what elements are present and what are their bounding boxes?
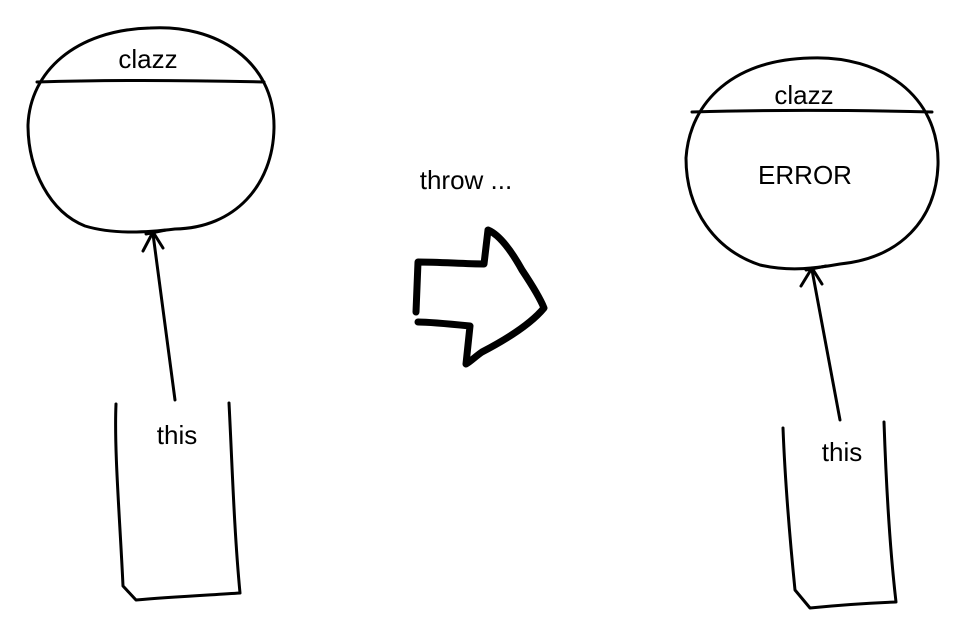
left-stack-frame xyxy=(114,401,242,602)
transition-label: throw ... xyxy=(420,165,512,195)
left-reference-arrow xyxy=(151,232,177,402)
right-state: clazz ERROR this xyxy=(684,56,940,610)
right-stack-frame xyxy=(781,420,898,610)
right-reference-label: this xyxy=(822,437,862,467)
left-reference-label: this xyxy=(157,420,197,450)
throw-arrow-icon xyxy=(412,226,548,368)
left-object-header: clazz xyxy=(118,44,177,74)
left-reference-arrowhead xyxy=(141,228,168,253)
right-reference-arrowhead xyxy=(799,264,828,288)
left-object-divider xyxy=(35,79,266,84)
right-reference-arrow xyxy=(810,268,842,422)
left-state: clazz this xyxy=(26,26,276,602)
right-object-body: ERROR xyxy=(758,160,852,190)
right-object-header: clazz xyxy=(774,80,833,110)
left-object-circle xyxy=(26,26,276,234)
transition: throw ... xyxy=(412,165,548,368)
right-object-divider xyxy=(690,109,934,114)
